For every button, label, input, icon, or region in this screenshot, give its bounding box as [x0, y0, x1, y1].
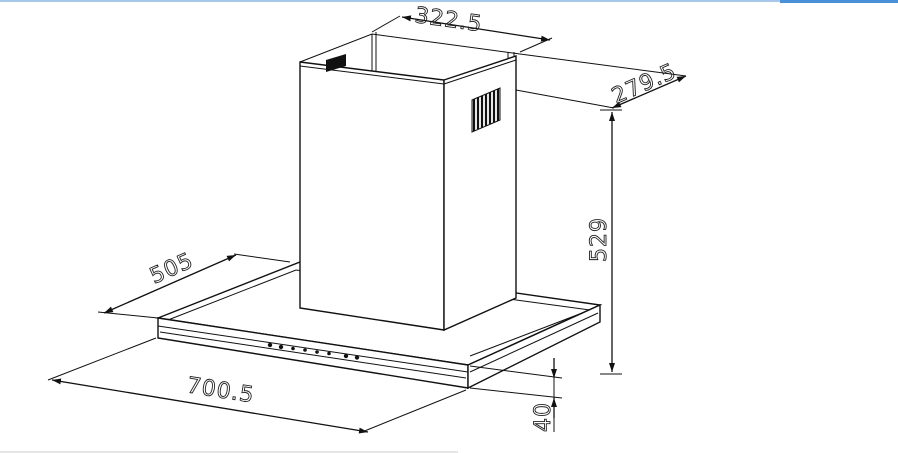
control-button — [327, 351, 331, 356]
dim-label-canopy-thickness: 40 — [531, 402, 556, 432]
dim-label-chimney-depth: 279.5 — [608, 59, 680, 109]
vent-grille-left — [326, 54, 346, 72]
dim-total-height: 529 — [587, 109, 622, 375]
control-button — [315, 350, 319, 354]
control-button — [278, 344, 284, 350]
dim-label-total-height: 529 — [587, 217, 612, 262]
dim-chimney-depth: 279.5 — [515, 53, 687, 110]
control-button — [343, 353, 349, 359]
control-button — [303, 348, 307, 352]
dim-chimney-width: 322.5 — [371, 3, 553, 53]
dim-label-chimney-width: 322.5 — [413, 3, 484, 37]
control-panel — [267, 342, 360, 360]
chimney — [299, 32, 521, 332]
control-button — [267, 342, 273, 348]
control-button — [291, 346, 295, 351]
top-right-tab — [780, 0, 898, 3]
dim-canopy-thickness: 40 — [469, 358, 563, 432]
vent-grille-right — [471, 87, 501, 133]
control-button — [354, 355, 360, 360]
top-border — [0, 0, 898, 2]
